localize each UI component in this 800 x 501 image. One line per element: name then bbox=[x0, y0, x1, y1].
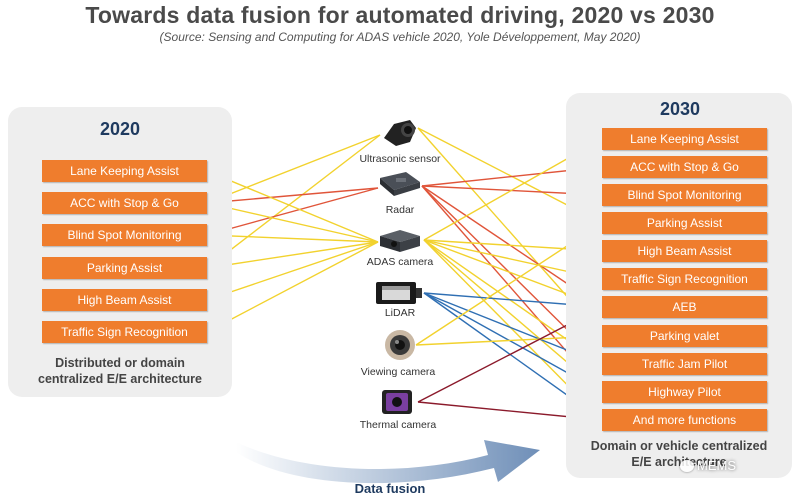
data-fusion-label: Data fusion bbox=[354, 481, 426, 496]
left-function-acc-stop-go: ACC with Stop & Go bbox=[42, 192, 207, 214]
lidar-icon bbox=[376, 282, 422, 304]
sensor-label-ultrasonic: Ultrasonic sensor bbox=[359, 153, 441, 165]
sensor-label-thermal-camera: Thermal camera bbox=[359, 419, 437, 431]
sensor-label-radar: Radar bbox=[385, 204, 415, 216]
right-function-parking-valet: Parking valet bbox=[602, 325, 767, 347]
right-function-highway-pilot: Highway Pilot bbox=[602, 381, 767, 403]
right-function-parking-assist: Parking Assist bbox=[602, 212, 767, 234]
watermark-text: MEMS bbox=[697, 458, 736, 473]
link-left-adas-camera-3 bbox=[206, 241, 379, 269]
watermark-icon bbox=[680, 460, 694, 472]
link-left-radar-1 bbox=[206, 187, 379, 204]
right-function-acc-stop-go: ACC with Stop & Go bbox=[602, 156, 767, 178]
source-note: (Source: Sensing and Computing for ADAS … bbox=[159, 30, 641, 44]
link-left-adas-camera-4 bbox=[206, 241, 379, 301]
left-function-high-beam-assist: High Beam Assist bbox=[42, 289, 207, 311]
panel-2020 bbox=[8, 107, 232, 397]
link-left-adas-camera-1 bbox=[206, 202, 379, 243]
right-caption-line1: Domain or vehicle centralized bbox=[590, 439, 768, 453]
left-caption-line2: centralized E/E architecture bbox=[38, 372, 202, 386]
right-function-high-beam-assist: High Beam Assist bbox=[602, 240, 767, 262]
link-left-adas-camera-5 bbox=[206, 241, 379, 333]
right-function-blind-spot-monitoring: Blind Spot Monitoring bbox=[602, 184, 767, 206]
right-function-traffic-jam-pilot: Traffic Jam Pilot bbox=[602, 353, 767, 375]
left-function-lane-keeping-assist: Lane Keeping Assist bbox=[42, 160, 207, 182]
left-function-blind-spot-monitoring: Blind Spot Monitoring bbox=[42, 224, 207, 246]
right-function-traffic-sign-recognition: Traffic Sign Recognition bbox=[602, 268, 767, 290]
thermal-camera-icon bbox=[382, 390, 412, 414]
right-caption-line2: E/E architecture bbox=[631, 455, 727, 469]
link-left-adas-camera-2 bbox=[206, 234, 379, 243]
sensor-label-adas-camera: ADAS camera bbox=[366, 256, 434, 268]
data-fusion-arrow bbox=[236, 440, 540, 484]
right-function-and-more: And more functions bbox=[602, 409, 767, 431]
year-2020-label: 2020 bbox=[99, 119, 141, 139]
ultrasonic-sensor-icon bbox=[384, 120, 416, 146]
link-left-radar-2 bbox=[206, 187, 379, 236]
left-caption-line1: Distributed or domain bbox=[55, 356, 185, 370]
left-architecture-caption: Distributed or domain centralized E/E ar… bbox=[10, 355, 230, 387]
link-left-adas-camera-0 bbox=[206, 170, 379, 243]
left-function-traffic-sign-recognition: Traffic Sign Recognition bbox=[42, 321, 207, 343]
adas-camera-icon bbox=[380, 230, 420, 252]
left-function-parking-assist: Parking Assist bbox=[42, 257, 207, 279]
link-left-ultrasonic-3 bbox=[206, 134, 381, 269]
sensor-label-lidar: LiDAR bbox=[384, 307, 416, 319]
right-architecture-caption: Domain or vehicle centralized E/E archit… bbox=[568, 438, 790, 470]
radar-icon bbox=[380, 172, 420, 196]
year-2030-label: 2030 bbox=[659, 99, 701, 119]
viewing-camera-icon bbox=[385, 330, 415, 360]
right-function-aeb: AEB bbox=[602, 296, 767, 318]
sensor-label-viewing-camera: Viewing camera bbox=[360, 366, 436, 378]
right-function-lane-keeping-assist: Lane Keeping Assist bbox=[602, 128, 767, 150]
page-title: Towards data fusion for automated drivin… bbox=[85, 2, 715, 28]
link-left-ultrasonic-1 bbox=[206, 134, 381, 204]
